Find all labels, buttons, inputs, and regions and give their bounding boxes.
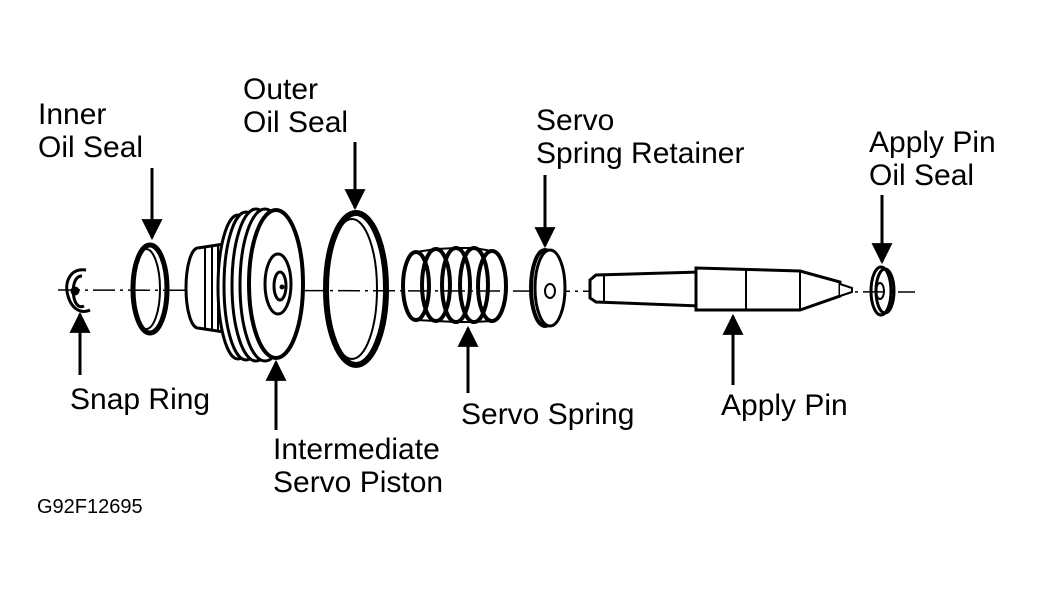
figure-id: G92F12695 [37,496,143,518]
inner-oil-seal-label-line2: Oil Seal [38,131,144,164]
servo-piston-part [184,207,305,363]
apply-pin-part [588,266,853,312]
snap-ring-label: Snap Ring [70,383,211,416]
spring-retainer-part [529,248,567,328]
apply-pin-label: Apply Pin [721,389,848,422]
inner-oil-seal-label: Inner Oil Seal [38,98,143,164]
outer-oil-seal-part [323,210,389,368]
inner-oil-seal-label-line1: Inner [38,98,107,131]
servo-spring-retainer-label-line1: Servo [536,104,615,137]
apply-pin-oil-seal-label-line1: Apply Pin [869,126,996,159]
servo-spring-retainer-label: Servo Spring Retainer [536,104,744,170]
leader-arrows [69,142,893,430]
outer-oil-seal-label: Outer Oil Seal [243,73,348,139]
servo-spring-part [401,246,508,324]
outer-oil-seal-label-line2: Oil Seal [243,106,349,139]
intermediate-servo-piston-label-line1: Intermediate [273,433,440,466]
apply-pin-oil-seal-label: Apply Pin Oil Seal [869,126,996,192]
servo-spring-retainer-label-line2: Spring Retainer [536,137,745,170]
intermediate-servo-piston-label: Intermediate Servo Piston [273,433,443,499]
intermediate-servo-piston-label-line2: Servo Piston [273,466,444,499]
outer-oil-seal-label-line1: Outer [243,73,319,106]
servo-spring-label: Servo Spring [461,398,635,431]
apply-pin-oil-seal-label-line2: Oil Seal [869,159,975,192]
inner-oil-seal-part [130,242,170,336]
snap-ring-part [65,268,91,313]
apply-pin-oil-seal-part [869,265,896,317]
